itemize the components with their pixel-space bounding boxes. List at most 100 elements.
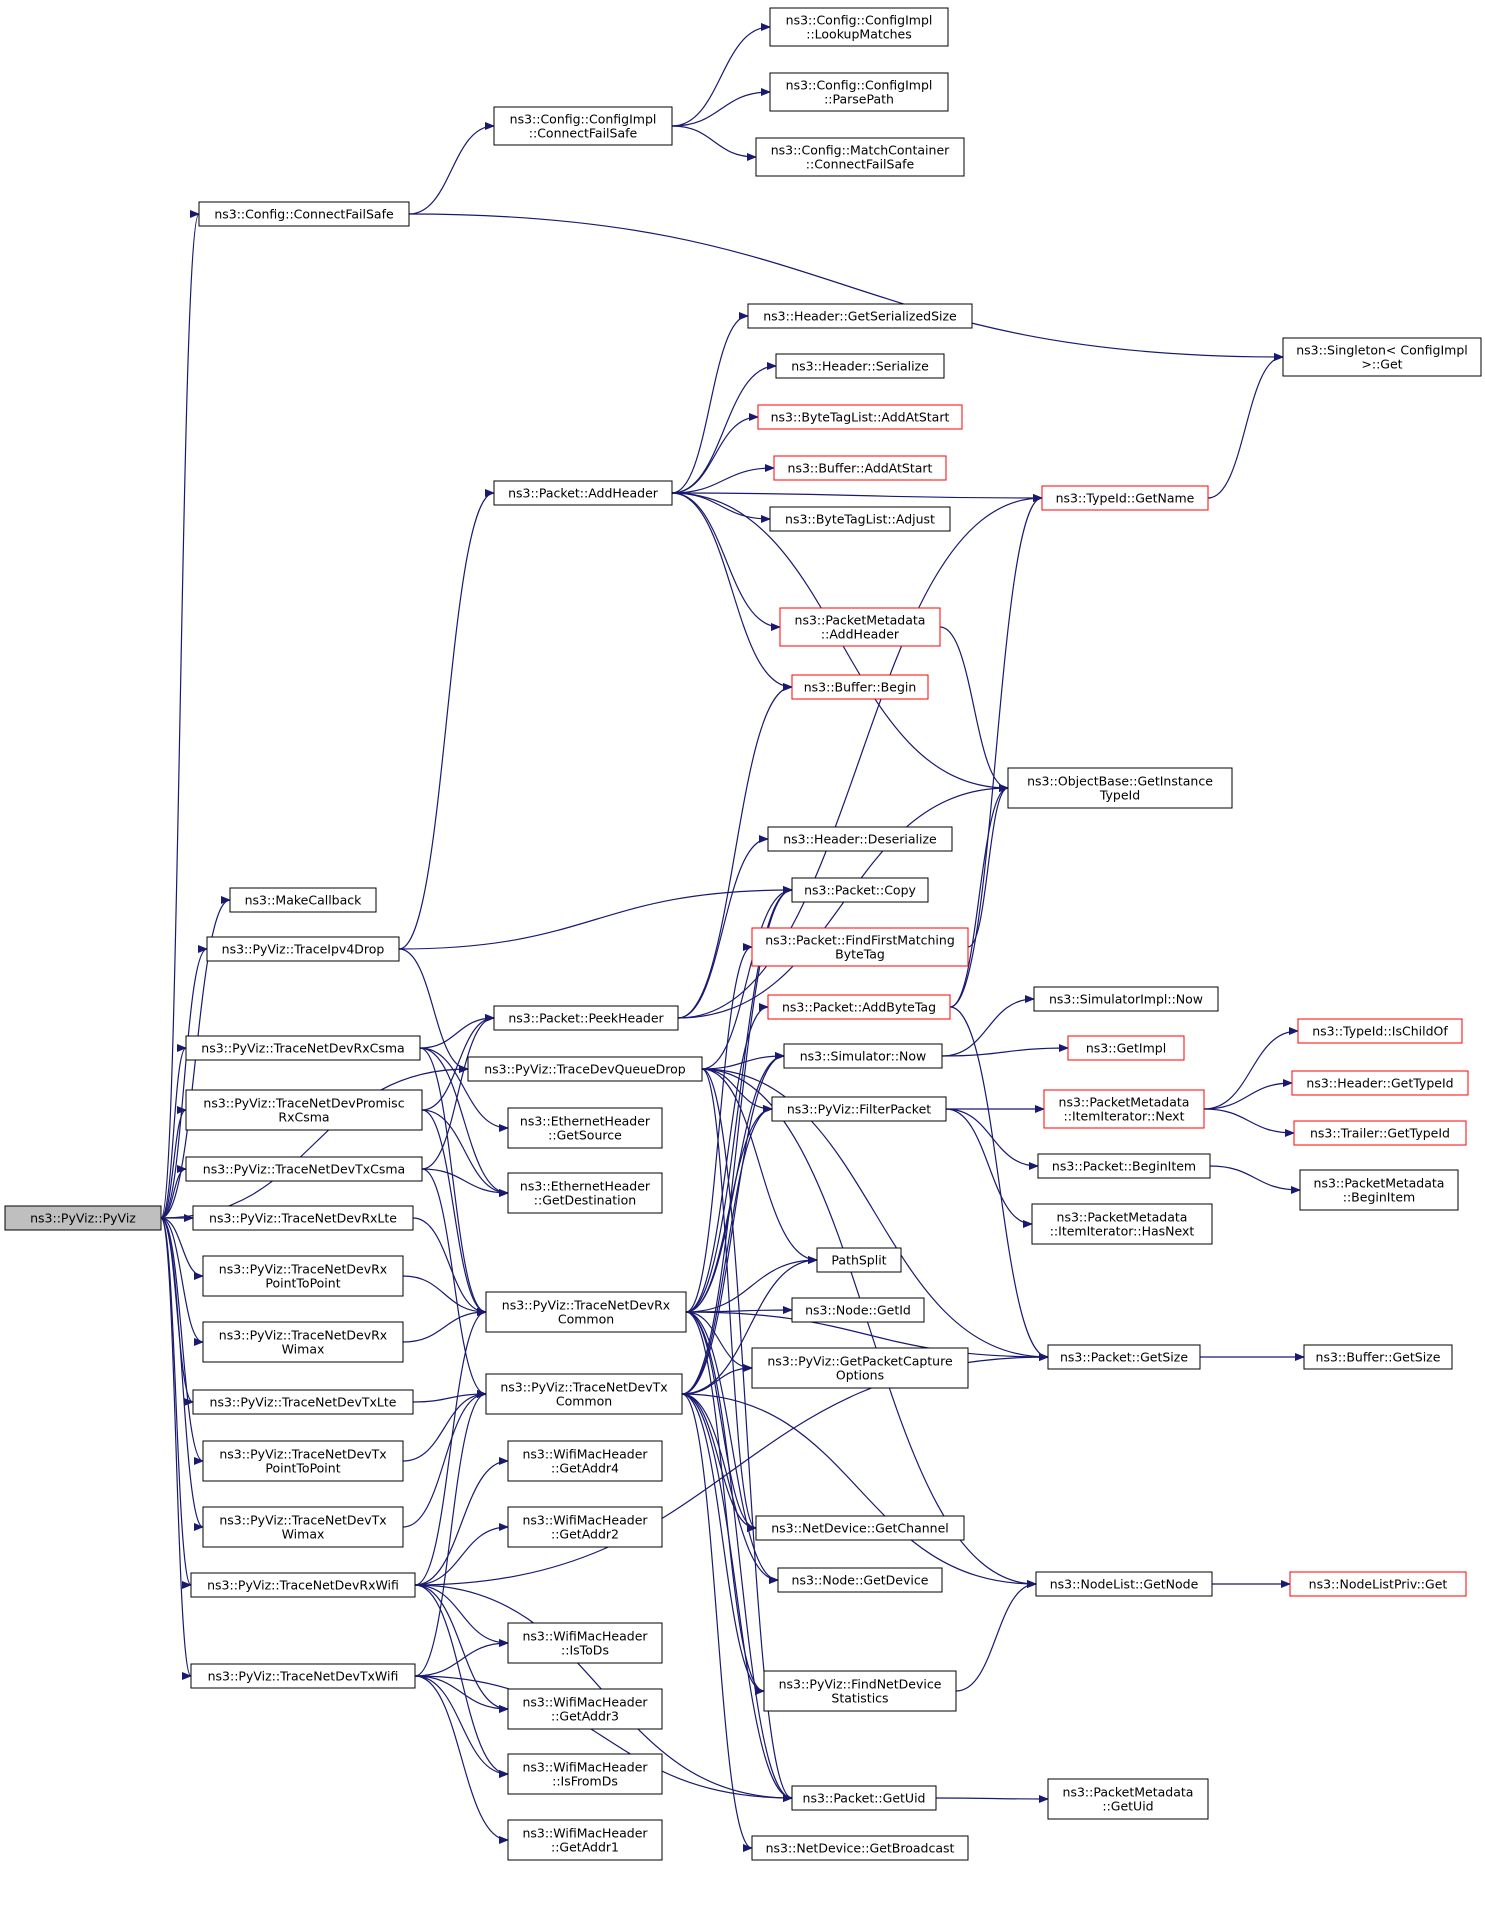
- node-packet-metadata-add-header[interactable]: ns3::PacketMetadata::AddHeader: [779, 607, 941, 647]
- node-byte-tag-list-add-at-start[interactable]: ns3::ByteTagList::AddAtStart: [757, 404, 963, 430]
- call-edge: [677, 683, 793, 1019]
- node-path-split[interactable]: PathSplit: [816, 1247, 902, 1273]
- node-simulator-now[interactable]: ns3::Simulator::Now: [783, 1043, 943, 1069]
- svg-text:::GetAddr1: ::GetAddr1: [551, 1840, 619, 1855]
- svg-text:Options: Options: [836, 1368, 884, 1383]
- svg-text:ns3::Packet::FindFirstMatching: ns3::Packet::FindFirstMatching: [765, 933, 955, 948]
- svg-text:Wimax: Wimax: [282, 1342, 325, 1357]
- call-edge: [701, 1068, 757, 1532]
- node-buffer-begin[interactable]: ns3::Buffer::Begin: [791, 674, 929, 700]
- node-packet-metadata-get-uid[interactable]: ns3::PacketMetadata::GetUid: [1047, 1778, 1209, 1820]
- node-packet-metadata-item-iterator-has-next[interactable]: ns3::PacketMetadata::ItemIterator::HasNe…: [1031, 1203, 1213, 1245]
- node-ethernet-header-get-source[interactable]: ns3::EthernetHeader::GetSource: [507, 1107, 663, 1149]
- node-header-get-serialized-size[interactable]: ns3::Header::GetSerializedSize: [747, 303, 973, 329]
- node-buffer-add-at-start[interactable]: ns3::Buffer::AddAtStart: [773, 455, 947, 481]
- node-trace-net-dev-tx-wifi[interactable]: ns3::PyViz::TraceNetDevTxWifi: [190, 1663, 416, 1689]
- node-header-deserialize[interactable]: ns3::Header::Deserialize: [767, 826, 953, 852]
- call-edge: [398, 948, 469, 1073]
- call-edge: [402, 1275, 487, 1316]
- node-singleton-get[interactable]: ns3::Singleton< ConfigImpl>::Get: [1282, 337, 1482, 377]
- node-net-device-get-broadcast[interactable]: ns3::NetDevice::GetBroadcast: [751, 1835, 969, 1861]
- node-filter-packet[interactable]: ns3::PyViz::FilterPacket: [771, 1096, 947, 1122]
- node-node-list-get-node[interactable]: ns3::NodeList::GetNode: [1035, 1571, 1213, 1597]
- svg-text:>::Get: >::Get: [1361, 357, 1402, 372]
- svg-text:ns3::Singleton< ConfigImpl: ns3::Singleton< ConfigImpl: [1296, 343, 1468, 358]
- node-wifi-mac-header-is-from-ds[interactable]: ns3::WifiMacHeader::IsFromDs: [507, 1753, 663, 1795]
- svg-text:ns3::PyViz::TraceNetDevTx: ns3::PyViz::TraceNetDevTx: [500, 1380, 667, 1395]
- svg-text:ns3::Header::Deserialize: ns3::Header::Deserialize: [783, 832, 937, 847]
- node-wifi-mac-header-is-to-ds[interactable]: ns3::WifiMacHeader::IsToDs: [507, 1622, 663, 1664]
- call-edge: [160, 945, 208, 1219]
- node-ethernet-header-get-destination[interactable]: ns3::EthernetHeader::GetDestination: [507, 1172, 663, 1214]
- node-trace-net-dev-tx-csma[interactable]: ns3::PyViz::TraceNetDevTxCsma: [185, 1156, 423, 1182]
- node-wifi-mac-header-get-addr4[interactable]: ns3::WifiMacHeader::GetAddr4: [507, 1440, 663, 1482]
- node-get-impl[interactable]: ns3::GetImpl: [1067, 1035, 1185, 1061]
- node-trace-net-dev-rx-csma[interactable]: ns3::PyViz::TraceNetDevRxCsma: [185, 1035, 421, 1061]
- node-trace-dev-queue-drop[interactable]: ns3::PyViz::TraceDevQueueDrop: [467, 1056, 703, 1082]
- svg-text:ns3::PacketMetadata: ns3::PacketMetadata: [795, 613, 926, 628]
- node-config-impl-connect-fail-safe[interactable]: ns3::Config::ConfigImpl::ConnectFailSafe: [493, 106, 673, 146]
- svg-text:ns3::Node::GetDevice: ns3::Node::GetDevice: [792, 1573, 929, 1588]
- call-edge: [685, 1003, 769, 1313]
- node-typeid-is-child-of[interactable]: ns3::TypeId::IsChildOf: [1297, 1018, 1463, 1044]
- node-packet-get-uid[interactable]: ns3::Packet::GetUid: [791, 1785, 937, 1811]
- node-packet-add-header[interactable]: ns3::Packet::AddHeader: [493, 480, 673, 506]
- node-packet-begin-item[interactable]: ns3::Packet::BeginItem: [1037, 1153, 1211, 1179]
- node-trace-net-dev-rx-wifi[interactable]: ns3::PyViz::TraceNetDevRxWifi: [190, 1572, 416, 1598]
- call-edge: [160, 1217, 204, 1346]
- node-node-get-id[interactable]: ns3::Node::GetId: [791, 1297, 925, 1323]
- call-edge: [414, 1675, 793, 1802]
- node-wifi-mac-header-get-addr3[interactable]: ns3::WifiMacHeader::GetAddr3: [507, 1688, 663, 1730]
- node-trailer-get-typeid[interactable]: ns3::Trailer::GetTypeId: [1293, 1120, 1467, 1146]
- node-make-callback[interactable]: ns3::MakeCallback: [229, 887, 377, 913]
- svg-text:ns3::PyViz::TraceDevQueueDrop: ns3::PyViz::TraceDevQueueDrop: [484, 1062, 686, 1077]
- node-packet-copy[interactable]: ns3::Packet::Copy: [791, 877, 929, 903]
- svg-text:ns3::TypeId::GetName: ns3::TypeId::GetName: [1056, 491, 1195, 506]
- node-node-get-device[interactable]: ns3::Node::GetDevice: [777, 1567, 943, 1593]
- node-packet-metadata-item-iterator-next[interactable]: ns3::PacketMetadata::ItemIterator::Next: [1043, 1089, 1205, 1129]
- svg-text:TypeId: TypeId: [1099, 788, 1140, 803]
- call-edge: [412, 1390, 487, 1403]
- call-edge: [421, 1014, 495, 1170]
- call-edge: [955, 1580, 1037, 1692]
- svg-text:ns3::Packet::PeekHeader: ns3::Packet::PeekHeader: [508, 1011, 664, 1026]
- node-packet-peek-header[interactable]: ns3::Packet::PeekHeader: [493, 1005, 679, 1031]
- node-match-container-connect-fail-safe[interactable]: ns3::Config::MatchContainer::ConnectFail…: [755, 137, 965, 177]
- node-header-get-typeid[interactable]: ns3::Header::GetTypeId: [1291, 1070, 1469, 1096]
- node-simulator-impl-now[interactable]: ns3::SimulatorImpl::Now: [1033, 986, 1219, 1012]
- svg-text:ns3::PyViz::TraceNetDevRxWifi: ns3::PyViz::TraceNetDevRxWifi: [207, 1578, 399, 1593]
- node-net-device-get-channel[interactable]: ns3::NetDevice::GetChannel: [755, 1515, 965, 1541]
- node-config-impl-lookup-matches[interactable]: ns3::Config::ConfigImpl::LookupMatches: [769, 7, 949, 47]
- node-packet-get-size[interactable]: ns3::Packet::GetSize: [1047, 1344, 1201, 1370]
- call-edge: [414, 1675, 509, 1844]
- node-config-impl-parse-path[interactable]: ns3::Config::ConfigImpl::ParsePath: [769, 72, 949, 112]
- node-byte-tag-list-adjust[interactable]: ns3::ByteTagList::Adjust: [769, 506, 951, 532]
- node-pyviz-root[interactable]: ns3::PyViz::PyViz: [4, 1205, 162, 1231]
- node-header-serialize[interactable]: ns3::Header::Serialize: [775, 353, 945, 379]
- node-wifi-mac-header-get-addr2[interactable]: ns3::WifiMacHeader::GetAddr2: [507, 1506, 663, 1548]
- node-wifi-mac-header-get-addr1[interactable]: ns3::WifiMacHeader::GetAddr1: [507, 1819, 663, 1861]
- node-buffer-get-size[interactable]: ns3::Buffer::GetSize: [1303, 1344, 1453, 1370]
- node-config-connect-fail-safe[interactable]: ns3::Config::ConnectFailSafe: [198, 201, 410, 227]
- node-trace-net-dev-rx-lte[interactable]: ns3::PyViz::TraceNetDevRxLte: [192, 1205, 414, 1231]
- node-trace-ipv4-drop[interactable]: ns3::PyViz::TraceIpv4Drop: [206, 936, 400, 962]
- node-node-list-priv-get[interactable]: ns3::NodeListPriv::Get: [1289, 1571, 1467, 1597]
- node-packet-metadata-begin-item[interactable]: ns3::PacketMetadata::BeginItem: [1299, 1169, 1459, 1211]
- node-typeid-get-name[interactable]: ns3::TypeId::GetName: [1041, 485, 1209, 511]
- node-packet-add-byte-tag[interactable]: ns3::Packet::AddByteTag: [767, 994, 951, 1020]
- call-edge: [701, 886, 793, 1070]
- svg-text:ns3::WifiMacHeader: ns3::WifiMacHeader: [522, 1826, 648, 1841]
- svg-text:Statistics: Statistics: [831, 1691, 888, 1706]
- node-trace-net-dev-tx-lte[interactable]: ns3::PyViz::TraceNetDevTxLte: [192, 1389, 414, 1415]
